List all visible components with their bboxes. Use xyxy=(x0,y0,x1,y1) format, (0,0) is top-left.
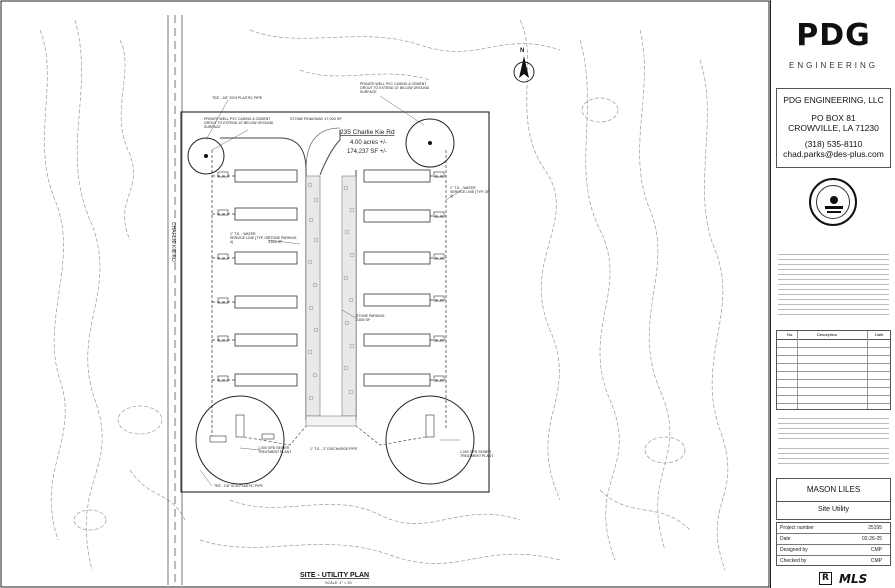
private-well-top-label: PRIVATE WELL PVC CASING & CEMENT GROUT T… xyxy=(360,82,429,94)
project-box: MASON LILES Site Utility xyxy=(776,478,891,520)
charlie-kie-road xyxy=(167,15,183,585)
engineer-seal xyxy=(776,174,891,246)
realtor-mls-badges: R MLS xyxy=(819,572,891,586)
left-units xyxy=(234,169,298,387)
rev-col-no: No. xyxy=(787,332,794,337)
treatment-plant-left xyxy=(195,395,285,485)
contour-lines xyxy=(39,19,729,571)
leader-lines xyxy=(199,95,463,487)
tee-label: TEE - 1/8" SCH PLASTIC PIPE xyxy=(212,96,263,100)
revision-table: No. Description Date xyxy=(776,330,891,410)
private-well-right xyxy=(405,118,455,168)
company-name: PDG ENGINEERING, LLC xyxy=(783,95,884,105)
address-line2: CROWVILLE, LA 71230 xyxy=(788,123,879,133)
property-acres: 4.00 acres +/- xyxy=(350,140,387,146)
seal-icon xyxy=(809,178,857,226)
property-address: 235 Charlie Kie Rd xyxy=(340,129,395,136)
email: chad.parks@des-plus.com xyxy=(783,149,884,159)
water-service-label: 1" T.S. - WATER SERVICE LINE (TYP. OF 4) xyxy=(230,232,269,244)
water-service-lines xyxy=(211,150,447,440)
company-info: PDG ENGINEERING, LLC PO BOX 81 CROWVILLE… xyxy=(776,88,891,168)
sheet-scale: SCALE: 1" = 30' xyxy=(325,581,353,585)
mls-logo: MLS xyxy=(839,572,868,586)
sheet-title: SITE - UTILITY PLAN xyxy=(300,572,369,579)
treatment-right-label: 1,000 GPD SEWER TREATMENT PLANT xyxy=(460,450,493,458)
stone-roadway-label: STONE ROADWAY 17,000 SF xyxy=(290,117,342,121)
property-sqft: 174,237 SF +/- xyxy=(347,149,387,155)
address-line1: PO BOX 81 xyxy=(811,113,856,123)
stone-parking-left-label: STONE PARKING 3,800 SF xyxy=(268,236,296,244)
title-block: PDG ENGINEERING PDG ENGINEERING, LLC PO … xyxy=(770,0,895,588)
discharge-label: 1" T.S. - 2" DISCHARGE PIPE xyxy=(310,447,358,451)
logo-subtext: ENGINEERING xyxy=(788,61,878,70)
phone: (318) 535-8110 xyxy=(804,139,863,149)
revision-header: No. Description Date xyxy=(777,331,890,340)
right-units xyxy=(363,169,431,387)
company-logo: PDG ENGINEERING xyxy=(776,4,891,80)
realtor-icon: R xyxy=(819,572,832,585)
private-well-left xyxy=(187,137,225,175)
rev-col-date: Date xyxy=(875,332,884,337)
construction-notes xyxy=(776,414,891,476)
tee-bottom-label: TEE - 1/8" SCH PLASTIC PIPE xyxy=(214,484,264,488)
stone-roadway xyxy=(220,127,357,427)
treatment-plant-right xyxy=(385,395,475,485)
utility-stubs xyxy=(217,171,445,382)
site-utility-plan: CHARLIE KIE RD 235 Charlie Kie Rd 4.00 a… xyxy=(0,0,770,588)
north-arrow-icon: N xyxy=(513,48,535,83)
water-service-right-label: 1" T.S. - WATER SERVICE LINE (TYP. OF 4) xyxy=(450,186,489,198)
property-boundary xyxy=(180,111,490,493)
sheet-name: Site Utility xyxy=(817,506,850,513)
logo-text: PDG xyxy=(796,18,871,53)
disclaimer-notes xyxy=(776,250,891,322)
private-well-left-label: PRIVATE WELL PVC CASING & CEMENT GROUT T… xyxy=(204,117,273,129)
project-name: MASON LILES xyxy=(806,485,861,494)
svg-text:N: N xyxy=(520,48,524,54)
rev-col-description: Description xyxy=(817,332,838,337)
road-label: CHARLIE KIE RD xyxy=(170,222,176,262)
treatment-left-label: 1,000 GPD SEWER TREATMENT PLANT xyxy=(258,446,291,454)
stone-parking-right-label: STONE PARKING 3,800 SF xyxy=(356,314,384,322)
sheet-border xyxy=(0,0,770,588)
